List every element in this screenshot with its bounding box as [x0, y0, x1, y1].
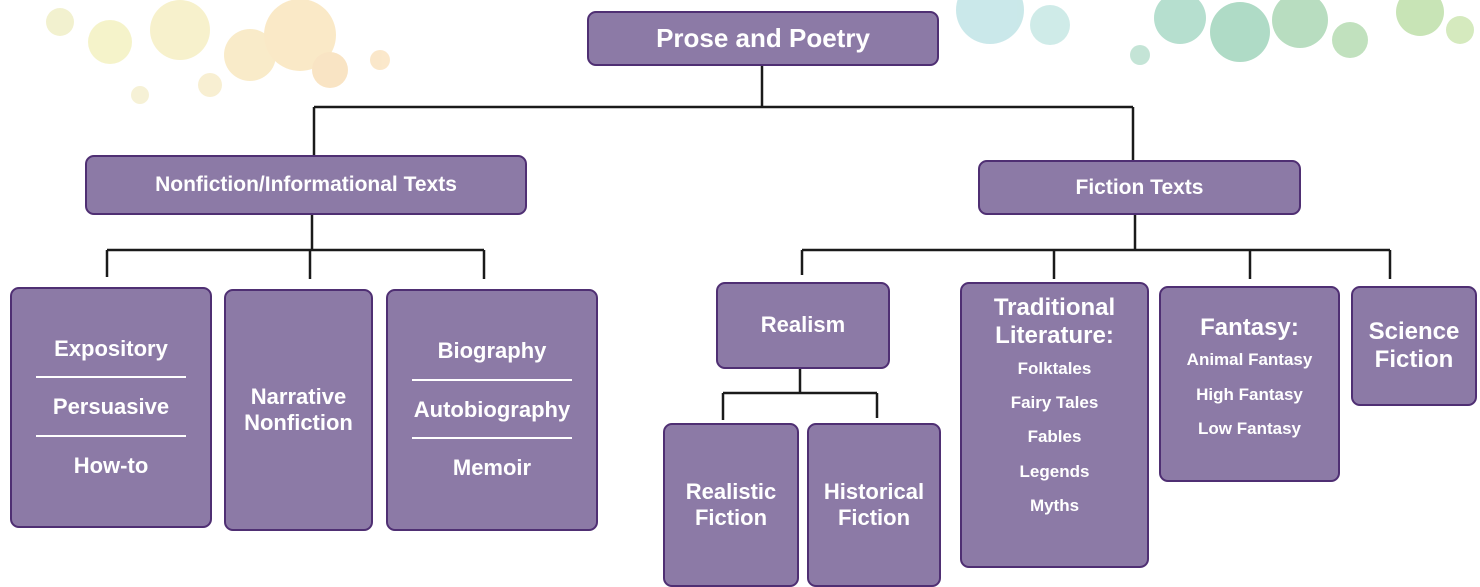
legends-label: Legends	[1019, 461, 1090, 481]
folktales-label: Folktales	[1017, 358, 1092, 378]
historical-line1: Historical	[823, 478, 925, 504]
narrative-line2: Nonfiction	[244, 410, 353, 435]
expository-node: Expository Persuasive How-to	[10, 287, 212, 528]
fiction-node: Fiction Texts	[978, 160, 1301, 215]
nonfiction-node: Nonfiction/Informational Texts	[85, 155, 527, 215]
biography-node: Biography Autobiography Memoir	[386, 289, 598, 531]
scifi-line1: Science	[1368, 317, 1460, 345]
fiction-label: Fiction Texts	[1075, 175, 1204, 199]
how-to-label: How-to	[73, 452, 149, 478]
traditional-line1: Traditional	[993, 294, 1116, 321]
nonfiction-label: Nonfiction/Informational Texts	[155, 173, 457, 196]
expository-label: Expository	[54, 335, 168, 361]
animal-fantasy-label: Animal Fantasy	[1186, 350, 1313, 370]
realism-label: Realism	[760, 312, 846, 338]
traditional-line2: Literature:	[995, 322, 1114, 350]
scifi-line2: Fiction	[1374, 346, 1454, 373]
traditional-literature-node: Traditional Literature: Folktales Fairy …	[960, 282, 1149, 568]
narrative-nonfiction-node: Narrative Nonfiction	[224, 289, 373, 531]
divider	[36, 376, 186, 379]
realistic-line1: Realistic	[685, 478, 777, 504]
autobiography-label: Autobiography	[413, 396, 571, 422]
fantasy-title: Fantasy:	[1200, 314, 1299, 341]
root-node-prose-and-poetry: Prose and Poetry	[587, 11, 939, 66]
realism-node: Realism	[716, 282, 890, 369]
low-fantasy-label: Low Fantasy	[1198, 419, 1301, 439]
divider	[36, 434, 186, 437]
myths-label: Myths	[1029, 496, 1080, 516]
root-label: Prose and Poetry	[656, 23, 870, 54]
fantasy-node: Fantasy: Animal Fantasy High Fantasy Low…	[1159, 286, 1340, 482]
narrative-line1: Narrative	[250, 383, 347, 409]
persuasive-label: Persuasive	[52, 394, 170, 420]
realistic-fiction-node: Realistic Fiction	[663, 423, 799, 587]
biography-label: Biography	[437, 338, 547, 364]
fairy-tales-label: Fairy Tales	[1010, 393, 1099, 413]
historical-fiction-node: Historical Fiction	[807, 423, 941, 587]
fables-label: Fables	[1027, 427, 1082, 447]
science-fiction-node: Science Fiction	[1351, 286, 1477, 406]
memoir-label: Memoir	[452, 455, 532, 481]
historical-line2: Fiction	[837, 505, 911, 530]
divider	[412, 378, 572, 381]
divider	[412, 437, 572, 440]
realistic-line2: Fiction	[694, 505, 768, 530]
high-fantasy-label: High Fantasy	[1196, 384, 1303, 404]
